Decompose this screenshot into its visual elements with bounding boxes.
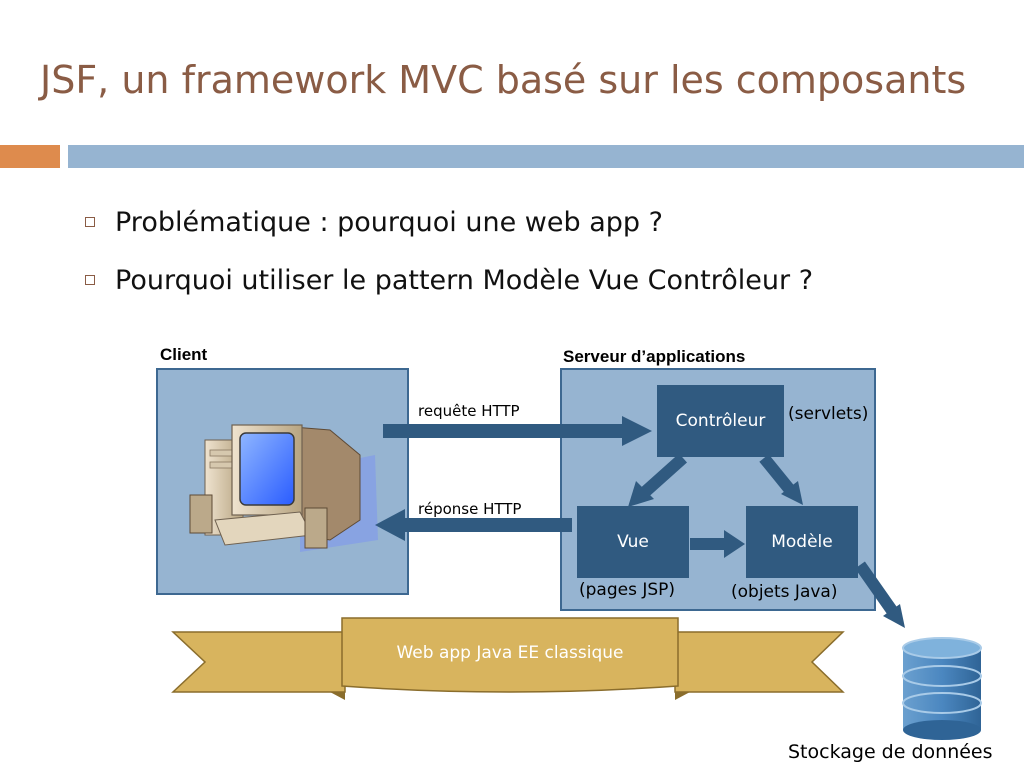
square-bullet-icon: [85, 275, 95, 285]
accent-bar-orange: [0, 145, 60, 168]
computer-icon: [189, 424, 378, 552]
slide-title: JSF, un framework MVC basé sur les compo…: [40, 58, 967, 102]
bullet-text: Problématique : pourquoi une web app ?: [115, 206, 663, 238]
request-label: requête HTTP: [418, 402, 520, 420]
controller-node-label: Contrôleur: [675, 411, 766, 431]
controller-to-view-arrow: [628, 453, 688, 507]
view-node: Vue: [577, 506, 689, 578]
response-label: réponse HTTP: [418, 500, 522, 518]
server-label: Serveur d’applications: [563, 347, 746, 366]
accent-bar-blue: [68, 145, 1024, 168]
model-to-storage-arrow: [855, 561, 905, 628]
model-node-label: Modèle: [771, 532, 833, 552]
banner-label: Web app Java EE classique: [396, 643, 624, 663]
banner-ribbon: [171, 617, 845, 700]
view-node-label: Vue: [617, 532, 649, 552]
bullet-list: Problématique : pourquoi une web app ? P…: [85, 193, 813, 309]
storage-label: Stockage de données: [788, 741, 993, 763]
controller-node: Contrôleur: [657, 385, 784, 457]
model-node: Modèle: [746, 506, 858, 578]
model-note: (objets Java): [731, 582, 838, 602]
bullet-text: Pourquoi utiliser le pattern Modèle Vue …: [115, 264, 814, 296]
controller-note: (servlets): [788, 404, 869, 424]
bullet-item: Problématique : pourquoi une web app ?: [85, 193, 813, 251]
database-icon: [902, 637, 982, 740]
client-label: Client: [160, 345, 208, 364]
request-arrow: [383, 416, 652, 446]
view-to-model-arrow: [690, 530, 745, 558]
response-arrow: [375, 509, 572, 541]
controller-to-model-arrow: [759, 454, 803, 505]
square-bullet-icon: [85, 217, 95, 227]
view-note: (pages JSP): [579, 580, 676, 600]
bullet-item: Pourquoi utiliser le pattern Modèle Vue …: [85, 251, 813, 309]
